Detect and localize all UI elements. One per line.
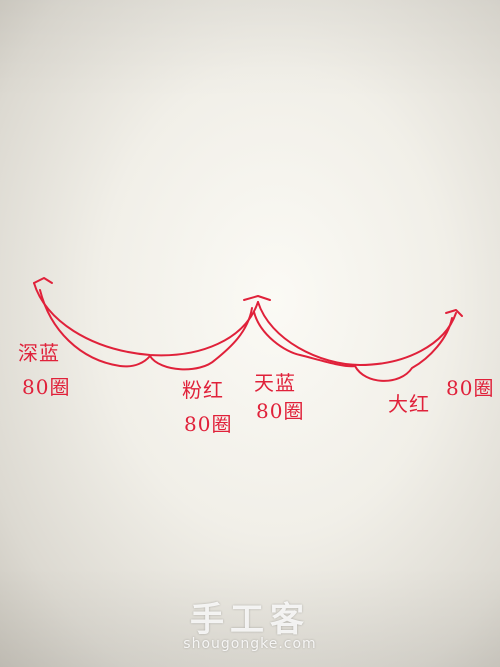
label-red-count: 80圈 xyxy=(446,376,495,400)
label-sky-blue: 天蓝 80圈 xyxy=(254,373,304,421)
label-pink-name: 粉红 xyxy=(182,378,224,402)
middle-hook xyxy=(243,295,271,301)
label-pink-count: 80圈 xyxy=(184,412,233,436)
right-hook xyxy=(445,309,463,317)
left-outer-arc xyxy=(33,282,259,357)
watermark-logo: 手工客 xyxy=(190,600,310,640)
label-sky-blue-count: 80圈 xyxy=(256,399,305,423)
label-dark-blue-name: 深蓝 xyxy=(18,341,60,365)
label-pink: 粉红 80圈 xyxy=(182,380,232,434)
label-dark-blue: 深蓝 80圈 xyxy=(18,343,70,397)
right-outer-arc xyxy=(257,301,457,366)
label-sky-blue-name: 天蓝 xyxy=(254,371,296,395)
left-inner-arc xyxy=(39,289,151,368)
label-dark-blue-count: 80圈 xyxy=(22,375,71,399)
left-inner-arc-2 xyxy=(149,307,253,371)
left-hook xyxy=(33,277,53,284)
label-red-name: 大红 xyxy=(388,392,430,416)
right-inner-arc-2 xyxy=(354,317,453,382)
watermark-url: shougongke.com xyxy=(183,636,317,652)
right-inner-arc xyxy=(253,311,356,368)
label-red: 大红 80圈 xyxy=(388,378,494,414)
